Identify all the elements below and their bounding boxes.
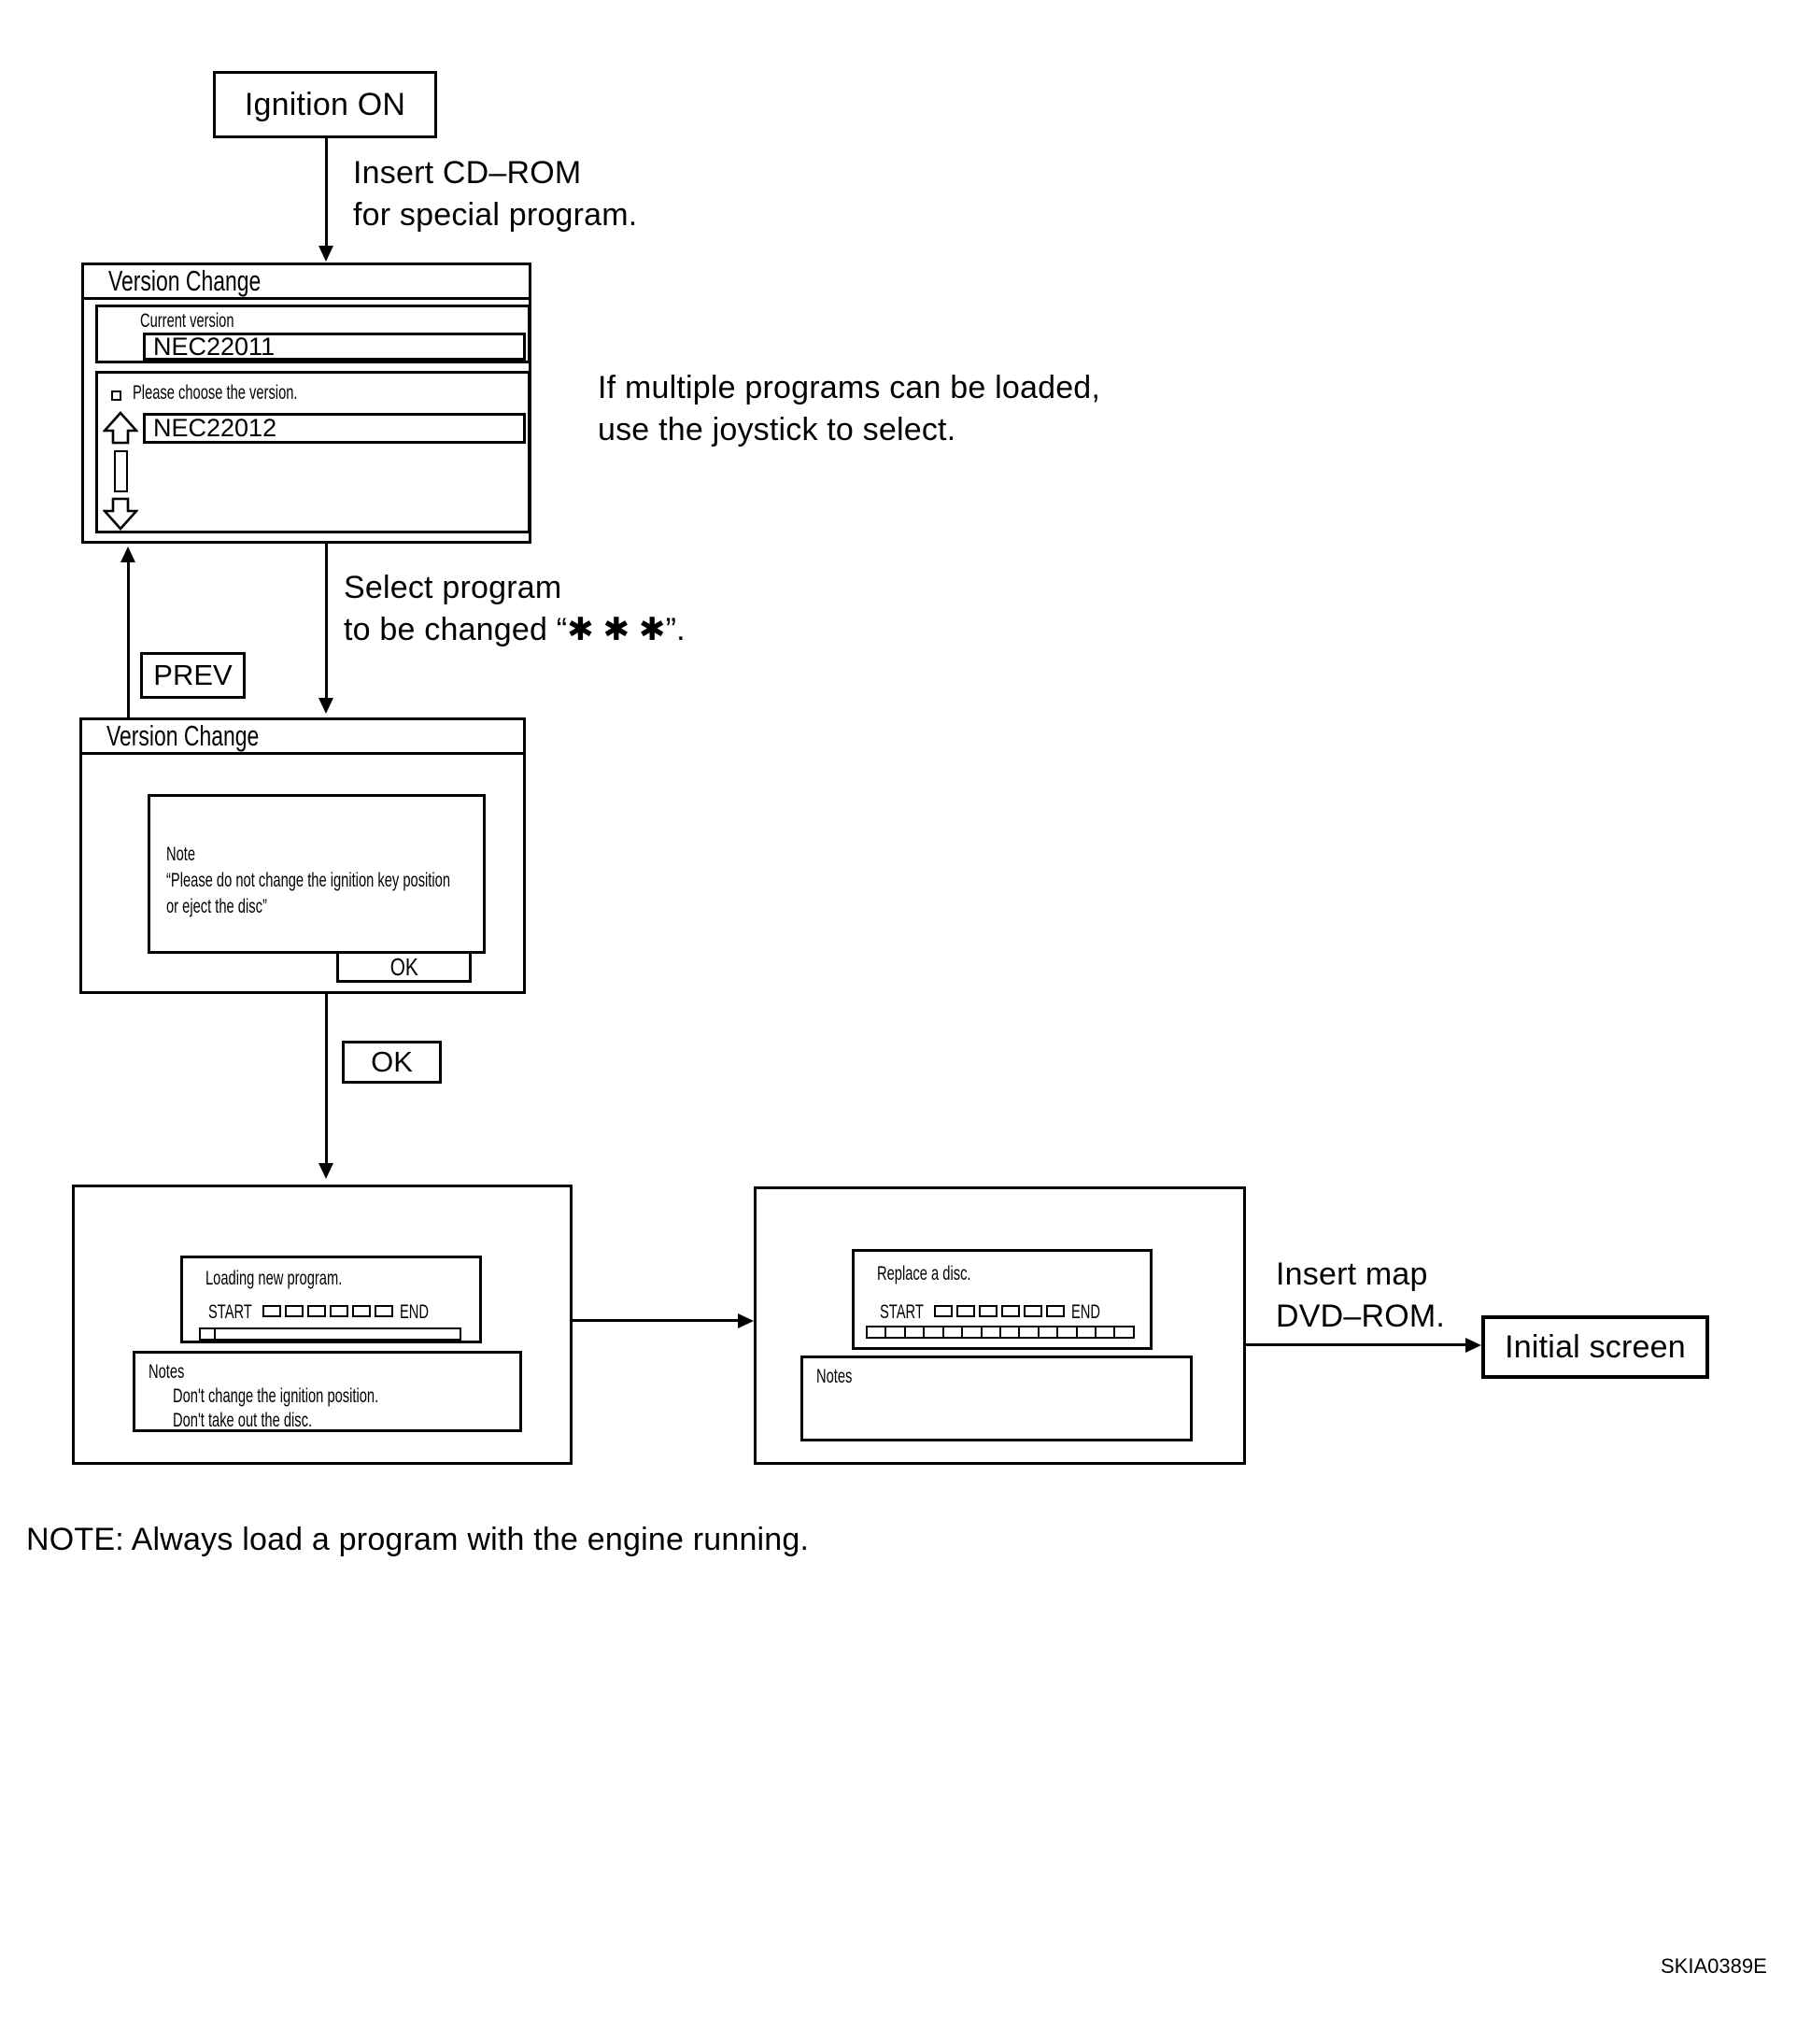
dialog-note-line2: “Please do not change the ignition key p… bbox=[166, 870, 451, 891]
choose-version-group: Please choose the version. NEC22012 bbox=[95, 371, 531, 533]
tick-segment bbox=[1046, 1305, 1065, 1317]
current-version-field: NEC22011 bbox=[143, 333, 526, 361]
screen-replace-disc: Replace a disc. START END Notes bbox=[754, 1186, 1246, 1465]
insert-cdrom-label: Insert CD–ROM for special program. bbox=[353, 155, 638, 233]
arrowhead-right-1-icon bbox=[738, 1313, 754, 1328]
screen1-titlebar: Version Change bbox=[84, 264, 529, 300]
screen-version-change-note: Version Change Note “Please do not chang… bbox=[79, 717, 526, 994]
prev-box: PREV bbox=[140, 652, 246, 699]
arrowhead-down-1-icon bbox=[318, 246, 333, 262]
scroll-up-icon bbox=[103, 411, 138, 445]
screen-loading-program: Loading new program. START END Notes Don… bbox=[72, 1185, 573, 1465]
bar-cell-segment bbox=[1097, 1327, 1116, 1337]
bar-cell-segment bbox=[1001, 1327, 1021, 1337]
tick-segment bbox=[1024, 1305, 1042, 1317]
replace-end-label: END bbox=[1071, 1301, 1101, 1323]
bar-cell-segment bbox=[1078, 1327, 1097, 1337]
bar-cell-segment bbox=[963, 1327, 983, 1337]
loading-start-label: START bbox=[208, 1301, 252, 1323]
replace-notes-title: Notes bbox=[816, 1366, 853, 1387]
loading-notes-line1: Don't change the ignition position. bbox=[173, 1385, 379, 1407]
choose-version-prompt: Please choose the version. bbox=[133, 382, 298, 404]
tick-segment bbox=[262, 1305, 281, 1317]
tick-segment bbox=[956, 1305, 975, 1317]
current-version-value: NEC22011 bbox=[153, 332, 276, 361]
ignition-on-label: Ignition ON bbox=[244, 86, 406, 122]
replace-progress-ticks bbox=[934, 1305, 1065, 1317]
scroll-down-icon bbox=[103, 497, 138, 531]
tick-segment bbox=[307, 1305, 326, 1317]
screen1-title: Version Change bbox=[108, 264, 262, 297]
arrow-line-ignition-to-screen1 bbox=[325, 138, 328, 248]
note-dialog: Note “Please do not change the ignition … bbox=[148, 794, 486, 954]
select-program-label: Select program to be changed “✱ ✱ ✱”. bbox=[344, 570, 686, 647]
tick-segment bbox=[352, 1305, 371, 1317]
bar-div-segment bbox=[201, 1329, 216, 1339]
arrow-line-screen4-to-initial bbox=[1246, 1343, 1466, 1346]
dialog-note-line3: or eject the disc” bbox=[166, 896, 267, 917]
bar-cell-segment bbox=[1020, 1327, 1040, 1337]
current-version-label: Current version bbox=[140, 310, 234, 332]
tick-segment bbox=[285, 1305, 304, 1317]
arrow-line-screen2-to-screen3 bbox=[325, 994, 328, 1166]
arrow-line-screen1-to-screen2 bbox=[325, 544, 328, 701]
selected-version-field: NEC22012 bbox=[143, 413, 526, 444]
insert-map-label: Insert map DVD–ROM. bbox=[1276, 1256, 1446, 1334]
engine-running-note: NOTE: Always load a program with the eng… bbox=[26, 1522, 810, 1557]
screen-version-change-select: Version Change Current version NEC22011 … bbox=[81, 263, 531, 544]
bar-cell-segment bbox=[906, 1327, 926, 1337]
bar-cell-segment bbox=[1040, 1327, 1059, 1337]
loading-notes-title: Notes bbox=[149, 1361, 185, 1383]
loading-progress-bar bbox=[199, 1327, 461, 1341]
bar-cell-segment bbox=[1115, 1327, 1132, 1337]
replace-dialog: Replace a disc. START END bbox=[852, 1249, 1153, 1350]
initial-screen-box: Initial screen bbox=[1481, 1315, 1709, 1379]
screen2-title: Version Change bbox=[106, 719, 260, 752]
selected-version-value: NEC22012 bbox=[153, 414, 277, 442]
loading-dialog: Loading new program. START END bbox=[180, 1256, 482, 1343]
dialog-note-title: Note bbox=[166, 844, 196, 865]
replace-title: Replace a disc. bbox=[877, 1263, 971, 1285]
tick-segment bbox=[934, 1305, 953, 1317]
bar-cell-segment bbox=[944, 1327, 964, 1337]
ignition-on-box: Ignition ON bbox=[213, 71, 437, 138]
arrowhead-down-2-icon bbox=[318, 698, 333, 714]
loading-end-label: END bbox=[400, 1301, 430, 1323]
prompt-bullet-icon bbox=[111, 390, 121, 401]
arrowhead-down-3-icon bbox=[318, 1163, 333, 1179]
loading-title: Loading new program. bbox=[205, 1268, 343, 1289]
current-version-group: Current version NEC22011 bbox=[95, 305, 531, 363]
initial-screen-label: Initial screen bbox=[1505, 1328, 1686, 1365]
bar-cell-segment bbox=[886, 1327, 906, 1337]
screen2-titlebar: Version Change bbox=[82, 719, 523, 755]
dialog-ok-button: OK bbox=[336, 951, 472, 983]
loading-progress-ticks bbox=[262, 1305, 393, 1317]
loading-notes-box: Notes Don't change the ignition position… bbox=[133, 1351, 522, 1432]
tick-segment bbox=[1001, 1305, 1020, 1317]
bar-cell-segment bbox=[983, 1327, 1001, 1337]
loading-notes-line2: Don't take out the disc. bbox=[173, 1410, 313, 1431]
bar-cell-segment bbox=[868, 1327, 887, 1337]
scroll-bar-icon bbox=[114, 450, 128, 492]
prev-label: PREV bbox=[153, 659, 233, 691]
tick-segment bbox=[375, 1305, 393, 1317]
tick-segment bbox=[979, 1305, 998, 1317]
arrow-line-screen3-to-screen4 bbox=[573, 1319, 739, 1322]
replace-progress-bar bbox=[866, 1326, 1135, 1339]
ok-box: OK bbox=[342, 1041, 442, 1084]
arrowhead-right-2-icon bbox=[1465, 1338, 1481, 1353]
multiple-programs-note: If multiple programs can be loaded, use … bbox=[598, 370, 1101, 447]
replace-notes-box: Notes bbox=[800, 1356, 1193, 1441]
tick-segment bbox=[330, 1305, 348, 1317]
arrowhead-up-icon bbox=[120, 546, 135, 562]
figure-code: SKIA0389E bbox=[1661, 1954, 1767, 1978]
ok-label: OK bbox=[371, 1045, 413, 1078]
bar-cell-segment bbox=[1058, 1327, 1078, 1337]
arrow-line-screen2-to-screen1 bbox=[127, 561, 130, 717]
replace-start-label: START bbox=[880, 1301, 924, 1323]
bar-cell-segment bbox=[925, 1327, 944, 1337]
